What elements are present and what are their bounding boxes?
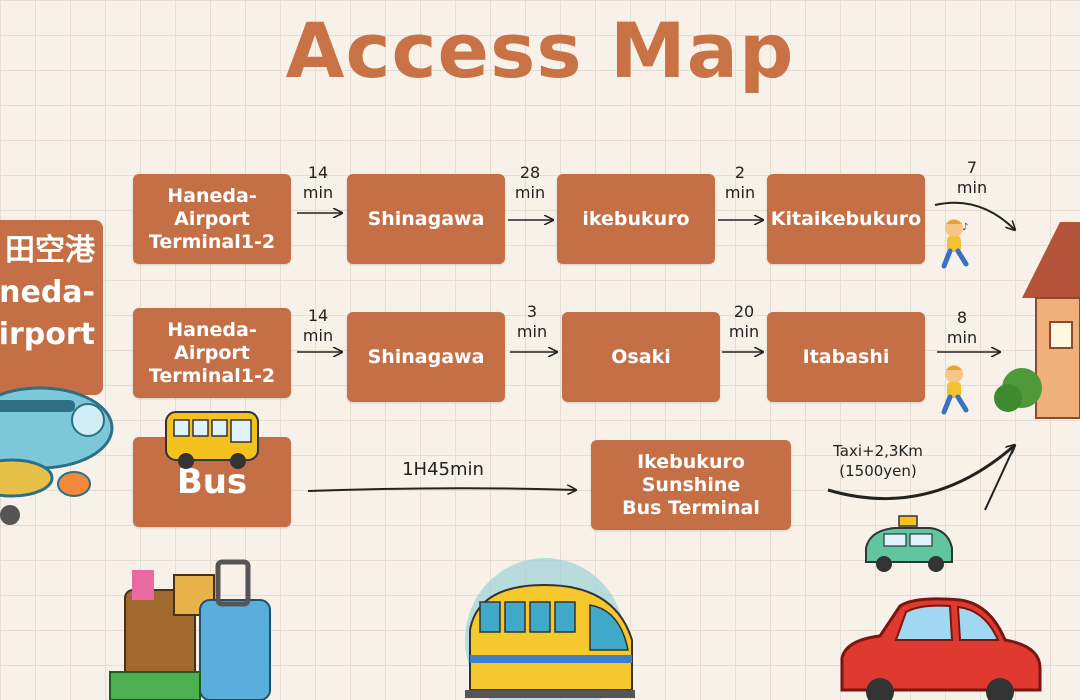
route1-time-2: 28 min bbox=[514, 163, 546, 202]
page-title: Access Map bbox=[285, 6, 795, 95]
bus-start-box: Bus bbox=[133, 437, 291, 527]
route1-time-1: 14 min bbox=[302, 163, 334, 202]
bus-arrow bbox=[307, 488, 576, 491]
route2-station-haneda: Haneda-Airport Terminal1-2 bbox=[133, 308, 291, 398]
route2-station-itabashi: Itabashi bbox=[767, 312, 925, 402]
taxi-label: Taxi+2,3Km (1500yen) bbox=[833, 442, 923, 480]
car-icon bbox=[840, 597, 1042, 700]
route1-station-kitaikebukuro: Kitaikebukuro bbox=[767, 174, 925, 264]
route2-time-2: 3 min bbox=[516, 302, 548, 341]
walking-person-icon: ♪ bbox=[941, 219, 969, 269]
route2-time-3: 20 min bbox=[728, 302, 760, 341]
route1-station-ikebukuro: ikebukuro bbox=[557, 174, 715, 264]
route2-station-shinagawa: Shinagawa bbox=[347, 312, 505, 402]
route1-time-3: 2 min bbox=[724, 163, 756, 202]
route1-station-haneda: Haneda-Airport Terminal1-2 bbox=[133, 174, 291, 264]
route1-station-shinagawa: Shinagawa bbox=[347, 174, 505, 264]
taxi-icon bbox=[865, 515, 953, 572]
route1-time-4: 7 min bbox=[956, 158, 988, 197]
svg-text:♪: ♪ bbox=[962, 222, 968, 233]
bus-terminal-box: Ikebukuro Sunshine Bus Terminal bbox=[591, 440, 791, 530]
route2-time-1: 14 min bbox=[302, 306, 334, 345]
bus-icon bbox=[165, 411, 259, 469]
bus-duration-label: 1H45min bbox=[402, 459, 484, 480]
taxi-arrow bbox=[827, 445, 1015, 501]
train-icon bbox=[465, 558, 635, 700]
luggage-icon bbox=[109, 559, 271, 700]
haneda-airport-sign: 田空港 neda- irport bbox=[0, 220, 103, 395]
airplane-icon bbox=[0, 386, 114, 525]
route1-arrow-4 bbox=[934, 201, 1015, 230]
route2-time-4: 8 min bbox=[946, 308, 978, 347]
walking-person-icon bbox=[941, 365, 969, 415]
house-icon bbox=[994, 222, 1080, 419]
route2-station-osaki: Osaki bbox=[562, 312, 720, 402]
